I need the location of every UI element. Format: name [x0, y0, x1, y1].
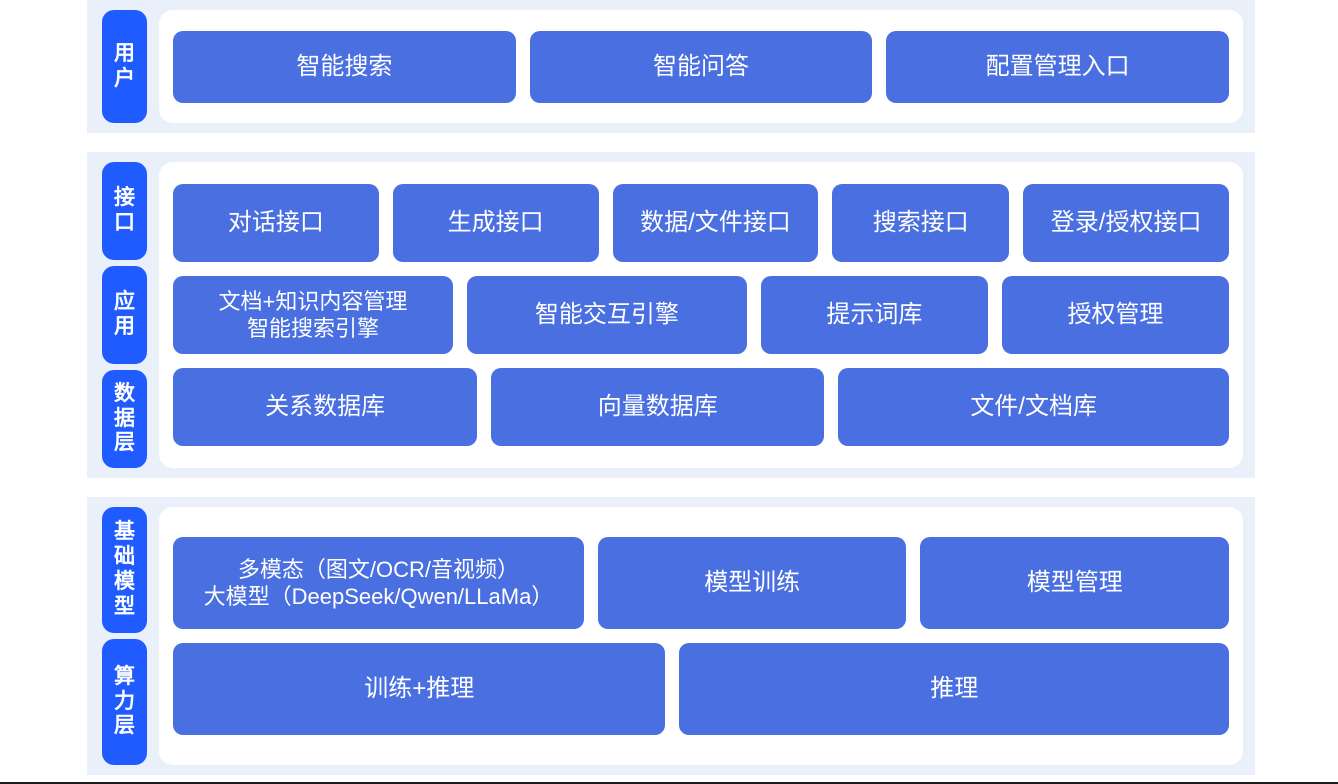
row-interface: 对话接口 生成接口 数据/文件接口 搜索接口 登录/授权接口: [173, 184, 1230, 262]
section-middle-tab-column: 接口 应用 数据层: [87, 152, 147, 478]
card-login-auth-api[interactable]: 登录/授权接口: [1023, 184, 1230, 262]
row-data: 关系数据库 向量数据库 文件/文档库: [173, 368, 1229, 446]
section-base-panel: 多模态（图文/OCR/音视频） 大模型（DeepSeek/Qwen/LLaMa）…: [159, 507, 1243, 765]
section-base-tab-column: 基础模型 算力层: [87, 497, 147, 775]
card-file-document-store[interactable]: 文件/文档库: [838, 368, 1229, 446]
card-relational-database[interactable]: 关系数据库: [173, 368, 478, 446]
card-vector-database[interactable]: 向量数据库: [491, 368, 825, 446]
layer-tab-user-label: 用户: [114, 41, 135, 90]
card-config-management-entry[interactable]: 配置管理入口: [886, 30, 1230, 103]
section-middle: 接口 应用 数据层 对话接口 生成接口 数据/文件接口 搜索接口 登录/授权接口…: [87, 152, 1255, 478]
card-intelligent-search[interactable]: 智能搜索: [173, 30, 516, 103]
row-compute: 训练+推理 推理: [173, 643, 1229, 735]
layer-tab-application[interactable]: 应用: [102, 266, 147, 364]
architecture-diagram: 用户 智能搜索 智能问答 配置管理入口 接口 应用 数据层 对话接: [87, 0, 1255, 784]
card-model-training[interactable]: 模型训练: [597, 537, 907, 629]
section-user-panel: 智能搜索 智能问答 配置管理入口: [159, 10, 1243, 123]
card-generation-api[interactable]: 生成接口: [392, 184, 599, 262]
layer-tab-data-label: 数据层: [114, 381, 135, 455]
card-multimodal-large-model[interactable]: 多模态（图文/OCR/音视频） 大模型（DeepSeek/Qwen/LLaMa）: [173, 537, 584, 629]
section-user-tab-column: 用户: [87, 0, 147, 133]
bottom-divider: [0, 782, 1338, 784]
card-prompt-library[interactable]: 提示词库: [760, 276, 988, 354]
layer-tab-data[interactable]: 数据层: [102, 370, 147, 468]
card-document-knowledge-management[interactable]: 文档+知识内容管理 智能搜索引擎: [173, 276, 453, 354]
card-inference[interactable]: 推理: [679, 643, 1229, 735]
layer-tab-interface[interactable]: 接口: [102, 162, 147, 260]
card-data-file-api[interactable]: 数据/文件接口: [612, 184, 819, 262]
row-application: 文档+知识内容管理 智能搜索引擎 智能交互引擎 提示词库 授权管理: [173, 276, 1229, 354]
card-interaction-engine[interactable]: 智能交互引擎: [466, 276, 747, 354]
layer-tab-application-label: 应用: [114, 290, 135, 338]
section-user: 用户 智能搜索 智能问答 配置管理入口: [87, 0, 1255, 133]
row-base-model: 多模态（图文/OCR/音视频） 大模型（DeepSeek/Qwen/LLaMa）…: [173, 537, 1229, 629]
layer-tab-interface-label: 接口: [114, 186, 135, 234]
layer-tab-user[interactable]: 用户: [102, 10, 147, 123]
card-authorization-management[interactable]: 授权管理: [1001, 276, 1229, 354]
card-model-management[interactable]: 模型管理: [920, 537, 1229, 629]
card-dialog-api[interactable]: 对话接口: [173, 184, 379, 262]
card-search-api[interactable]: 搜索接口: [832, 184, 1010, 262]
layer-tab-base-model[interactable]: 基础模型: [102, 507, 147, 633]
row-user-entries: 智能搜索 智能问答 配置管理入口: [173, 30, 1230, 103]
card-intelligent-qa[interactable]: 智能问答: [529, 30, 873, 103]
section-base: 基础模型 算力层 多模态（图文/OCR/音视频） 大模型（DeepSeek/Qw…: [87, 497, 1255, 775]
section-middle-panel: 对话接口 生成接口 数据/文件接口 搜索接口 登录/授权接口 文档+知识内容管理…: [159, 162, 1243, 468]
card-training-inference[interactable]: 训练+推理: [173, 643, 666, 735]
layer-tab-compute[interactable]: 算力层: [102, 639, 147, 765]
layer-tab-compute-label: 算力层: [114, 664, 135, 738]
layer-tab-base-model-label: 基础模型: [114, 520, 135, 618]
